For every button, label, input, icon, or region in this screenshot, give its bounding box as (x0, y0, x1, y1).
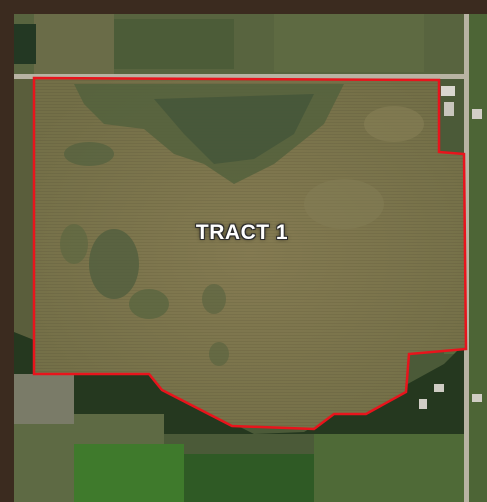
south-field-green (74, 444, 184, 502)
aerial-map[interactable]: TRACT 1 (14, 14, 487, 502)
north-road (14, 74, 487, 79)
south-field-right (314, 434, 464, 502)
east-road (464, 14, 469, 502)
farm-building (441, 86, 455, 96)
creek-tree-line (14, 332, 464, 434)
aerial-imagery (14, 14, 487, 502)
tract-boundary (32, 76, 468, 431)
tract-label: TRACT 1 (195, 221, 289, 244)
